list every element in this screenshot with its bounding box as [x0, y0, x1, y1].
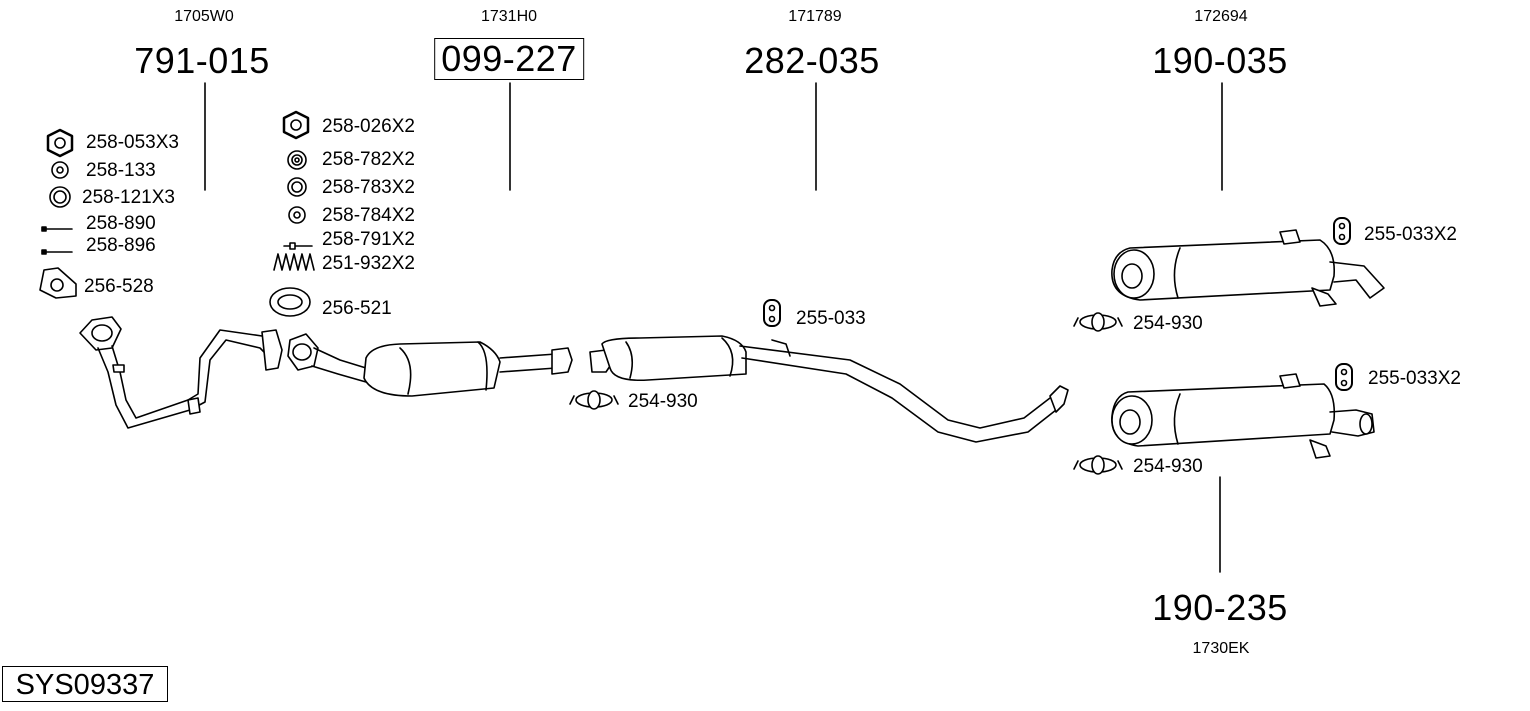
oem-code: 1730EK	[1192, 640, 1250, 657]
flange-gasket-icon	[39, 267, 77, 299]
hex-nut-icon-hole	[290, 119, 302, 131]
accessory-label[interactable]: 256-528	[84, 276, 154, 297]
accessory-label[interactable]: 255-033X2	[1368, 368, 1461, 389]
bolt-icon	[41, 226, 73, 232]
pipe-clamp-icon	[1073, 455, 1123, 475]
oem-code: 171789	[788, 8, 842, 25]
accessory-label[interactable]: 258-791X2	[322, 229, 415, 250]
rubber-mount-icon	[1335, 363, 1353, 391]
accessory-label[interactable]: 255-033	[796, 308, 866, 329]
part-number-link[interactable]: 190-035	[1152, 40, 1288, 81]
oem-code: 172694	[1194, 8, 1248, 25]
washer-icon	[288, 206, 306, 224]
accessory-label[interactable]: 258-896	[86, 235, 156, 256]
accessory-label[interactable]: 258-784X2	[322, 205, 415, 226]
accessory-label[interactable]: 258-890	[86, 213, 156, 234]
spring-icon	[273, 253, 315, 271]
hex-nut-icon	[46, 128, 74, 158]
ring-gasket-icon	[49, 186, 71, 208]
accessory-label[interactable]: 258-026X2	[322, 116, 415, 137]
accessory-label[interactable]: 258-133	[86, 160, 156, 181]
center-silencer-drawing	[589, 335, 1069, 443]
hex-nut-icon	[282, 110, 310, 140]
oem-code: 1705W0	[174, 8, 234, 25]
accessory-label[interactable]: 256-521	[322, 298, 392, 319]
accessory-label[interactable]: 251-932X2	[322, 253, 415, 274]
pipe-clamp-icon	[569, 390, 619, 410]
pipe-clamp-icon	[1073, 312, 1123, 332]
sealing-ring-icon	[269, 287, 311, 317]
accessory-label[interactable]: 254-930	[1133, 313, 1203, 334]
part-number-link[interactable]: 282-035	[744, 40, 880, 81]
bolt-icon	[283, 242, 313, 250]
accessory-label[interactable]: 254-930	[628, 391, 698, 412]
oem-code: 1731H0	[480, 8, 538, 25]
washer-icon	[51, 161, 69, 179]
part-number-link-selected[interactable]: 099-227	[434, 38, 584, 80]
rubber-mount-icon	[763, 299, 781, 327]
rear-silencer-lower-drawing	[1111, 373, 1375, 459]
rear-silencer-upper-drawing	[1111, 229, 1385, 307]
accessory-label[interactable]: 258-053X3	[86, 132, 179, 153]
accessory-label[interactable]: 255-033X2	[1364, 224, 1457, 245]
hex-nut-icon-hole	[54, 137, 66, 149]
accessory-label[interactable]: 258-121X3	[82, 187, 175, 208]
part-number-link[interactable]: 190-235	[1152, 587, 1288, 628]
part-number-link[interactable]: 791-015	[134, 40, 270, 81]
accessory-label[interactable]: 254-930	[1133, 456, 1203, 477]
stud-icon	[41, 249, 73, 255]
catalytic-converter-drawing	[287, 333, 573, 397]
spring-washer-icon	[287, 150, 307, 170]
system-id-label: SYS09337	[2, 666, 168, 702]
front-pipe-drawing	[79, 316, 283, 429]
accessory-label[interactable]: 258-782X2	[322, 149, 415, 170]
accessory-label[interactable]: 258-783X2	[322, 177, 415, 198]
spring-washer-icon	[287, 177, 307, 197]
rubber-mount-icon	[1333, 217, 1351, 245]
